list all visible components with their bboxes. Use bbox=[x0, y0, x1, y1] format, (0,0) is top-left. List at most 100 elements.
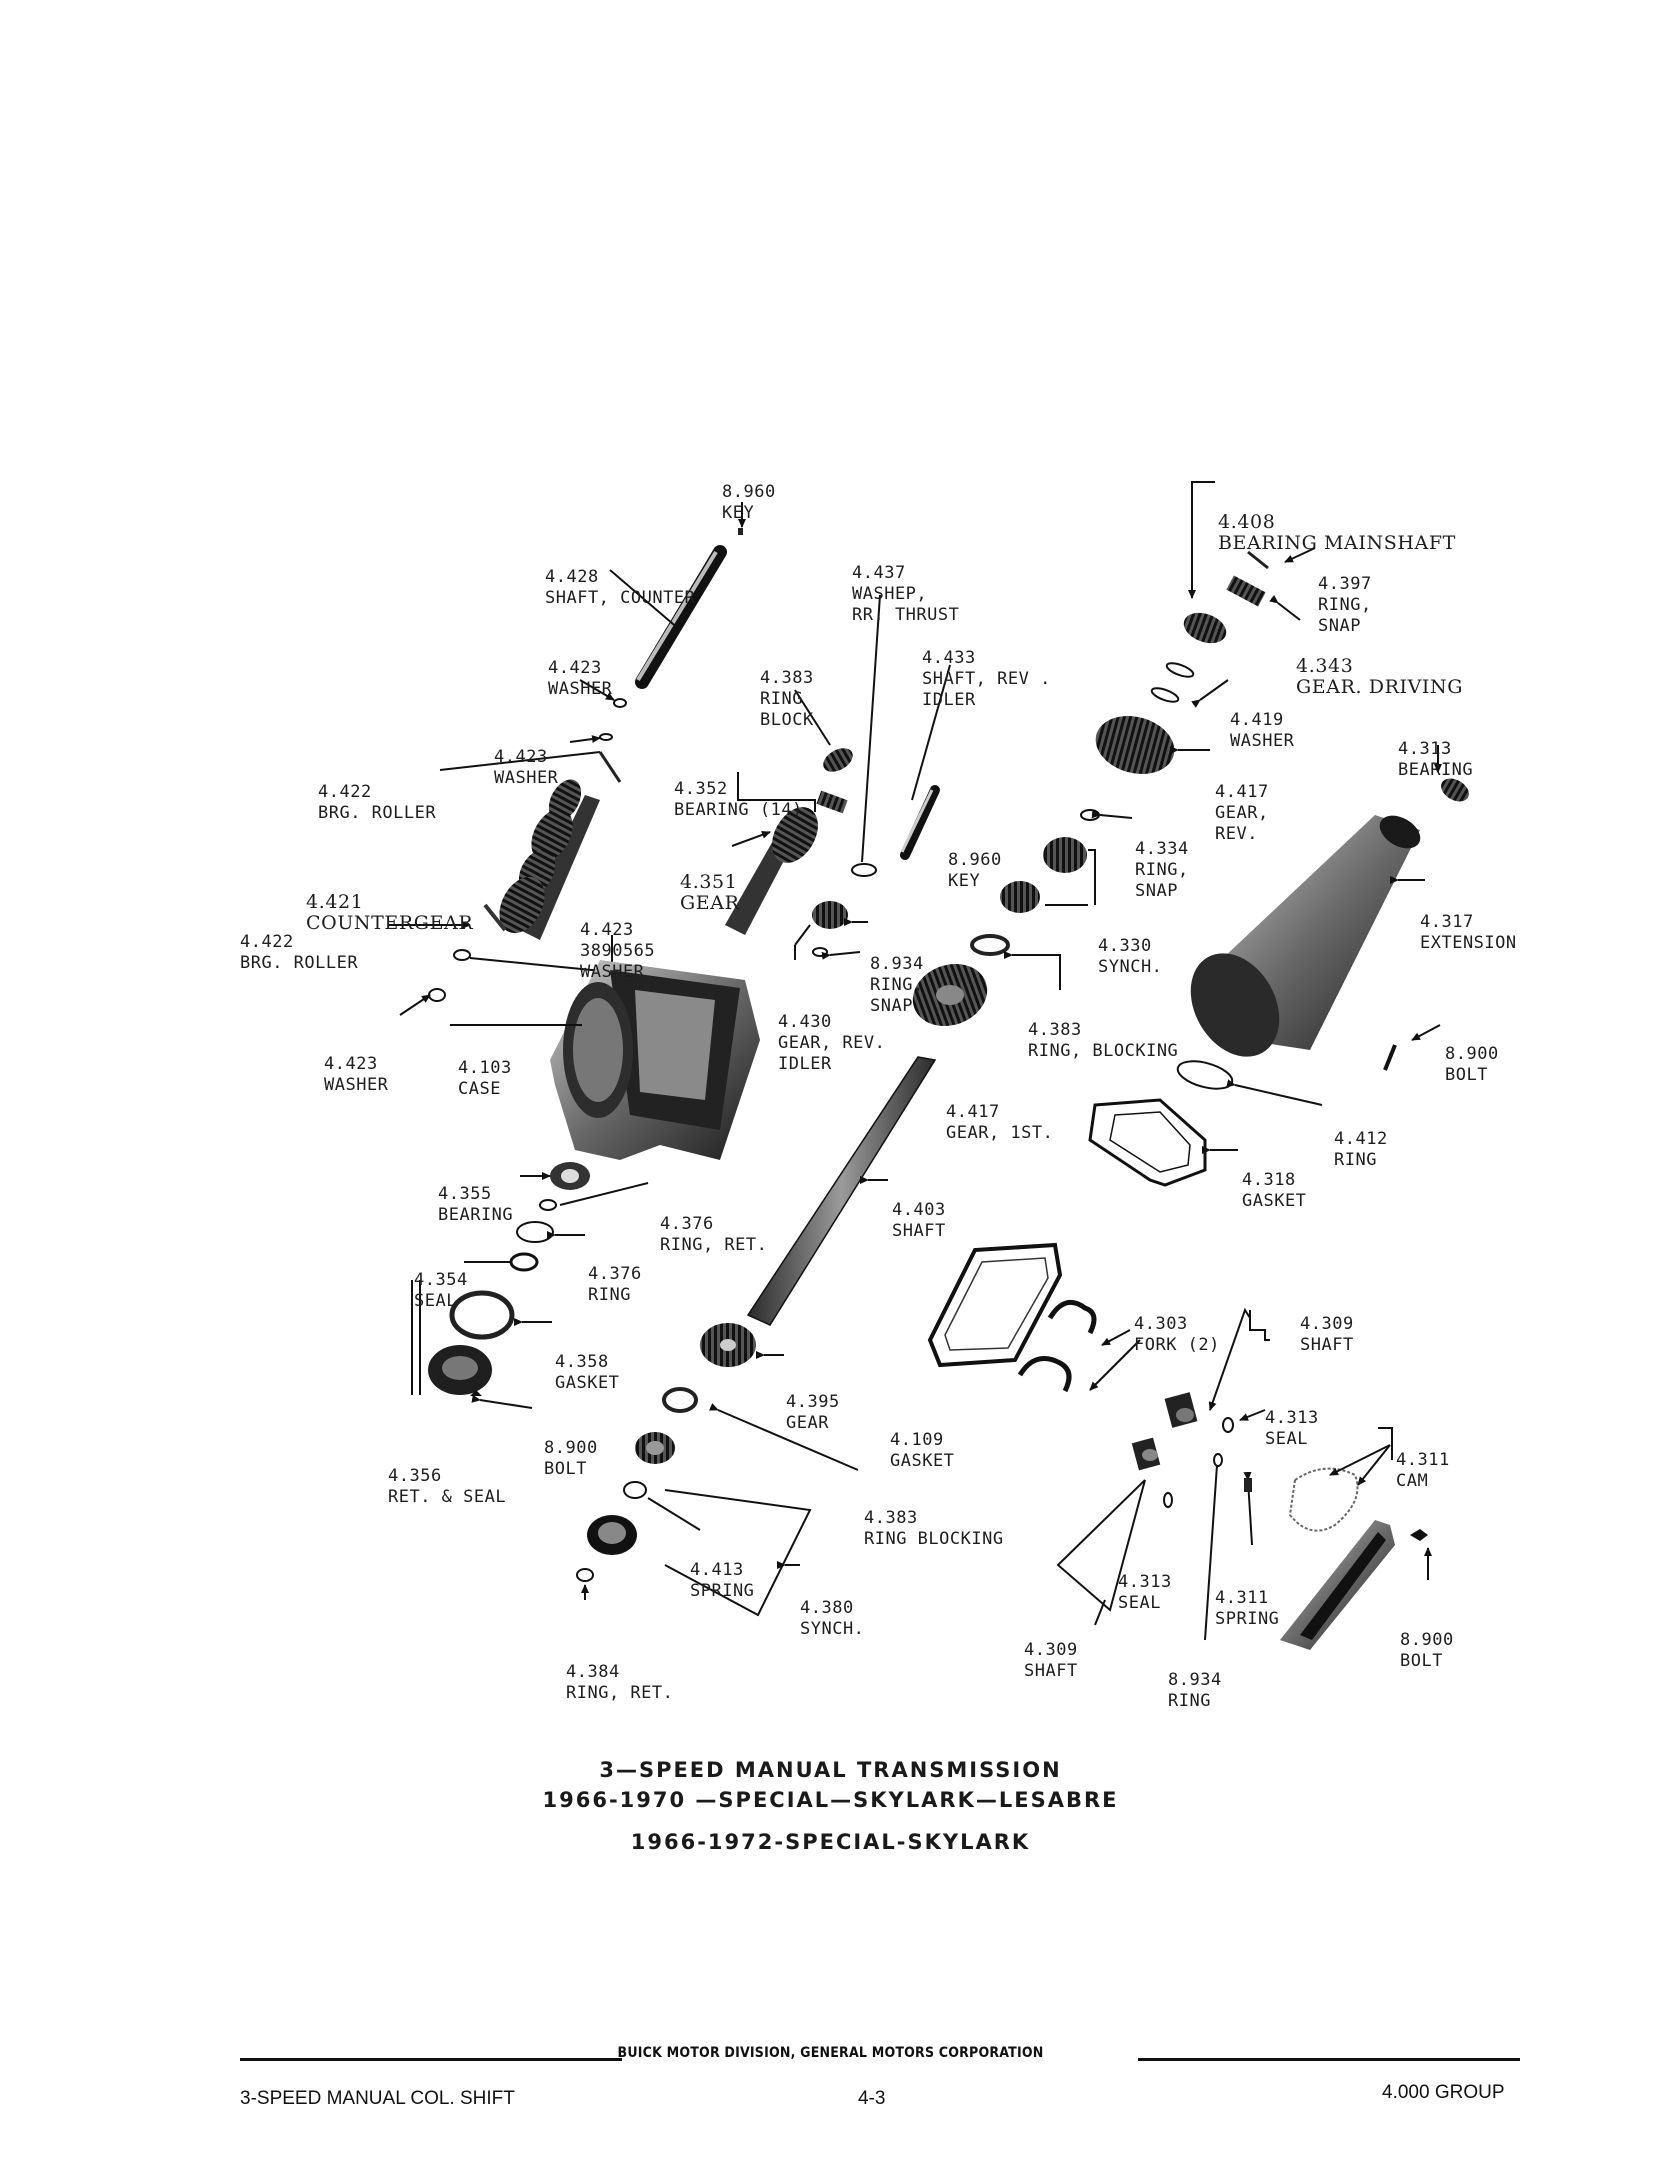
caption-title: 3—SPEED MANUAL TRANSMISSION bbox=[599, 1758, 1062, 1782]
main-shaft-part bbox=[746, 1056, 937, 1326]
synchronizer-part bbox=[1000, 837, 1096, 913]
blocking-ring-part bbox=[970, 934, 1061, 990]
thrust-washer-part bbox=[851, 594, 881, 877]
footer-page-number: 4-3 bbox=[858, 2088, 886, 2109]
retainer-and-seal-part bbox=[411, 1280, 533, 1409]
first-gear-part bbox=[912, 963, 988, 1027]
footer-section-title: 3-SPEED MANUAL COL. SHIFT bbox=[240, 2088, 515, 2109]
needle-bearing-part bbox=[737, 772, 848, 814]
key-part bbox=[738, 502, 746, 535]
ring-part bbox=[1176, 1060, 1323, 1106]
bearing-part bbox=[1434, 745, 1469, 802]
caption-years-models: 1966-1970 —SPECIAL—SKYLARK—LESABRE bbox=[542, 1788, 1119, 1812]
roller-bearing-part bbox=[439, 751, 622, 783]
washer-part bbox=[399, 988, 446, 1016]
retaining-ring-part bbox=[576, 1568, 594, 1600]
side-cover-gasket-part bbox=[927, 1242, 1063, 1368]
shift-shaft-part bbox=[1164, 1307, 1270, 1428]
footer-rule-right bbox=[1138, 2058, 1520, 2061]
mainshaft-bearing-part bbox=[1183, 481, 1227, 644]
bearing-part bbox=[520, 1162, 590, 1190]
extension-housing-part bbox=[1190, 815, 1425, 1057]
seal-part bbox=[464, 1252, 539, 1272]
seal-part bbox=[1163, 1492, 1173, 1508]
cam-part bbox=[1288, 1427, 1393, 1532]
ring-part bbox=[1204, 1453, 1223, 1641]
caption-years-models-2: 1966-1972-SPECIAL-SKYLARK bbox=[630, 1830, 1031, 1854]
footer-publisher: BUICK MOTOR DIVISION, GENERAL MOTORS COR… bbox=[617, 2045, 1044, 2061]
spring-part bbox=[1243, 1471, 1253, 1546]
main-drive-gear-part bbox=[725, 807, 818, 935]
retaining-ring-part bbox=[516, 1182, 649, 1243]
synchronizer-sleeve-part bbox=[587, 1515, 637, 1555]
driving-gear-part bbox=[1226, 575, 1301, 621]
washer-part bbox=[569, 679, 627, 744]
blocking-ring-part bbox=[794, 689, 853, 772]
washer-part bbox=[1150, 662, 1229, 708]
counter-shaft-part bbox=[609, 545, 727, 689]
footer-rule-left bbox=[240, 2058, 622, 2061]
reverse-gear-part bbox=[1095, 716, 1210, 774]
shift-shaft-part bbox=[1056, 1437, 1161, 1626]
snap-ring-part bbox=[1080, 809, 1133, 821]
reverse-idler-gear-part bbox=[794, 901, 868, 960]
roller-bearing-part bbox=[388, 903, 507, 932]
gasket-part bbox=[1088, 1098, 1238, 1187]
blocking-ring-part bbox=[662, 1387, 859, 1471]
snap-ring-part bbox=[1247, 547, 1316, 570]
gasket-part bbox=[449, 1290, 552, 1340]
synchronizer-part bbox=[635, 1432, 812, 1617]
reverse-idler-shaft-part bbox=[900, 664, 951, 860]
footer-group: 4.000 GROUP bbox=[1382, 2082, 1505, 2103]
countergear-part bbox=[499, 779, 600, 940]
bolt-part bbox=[1383, 1024, 1441, 1071]
